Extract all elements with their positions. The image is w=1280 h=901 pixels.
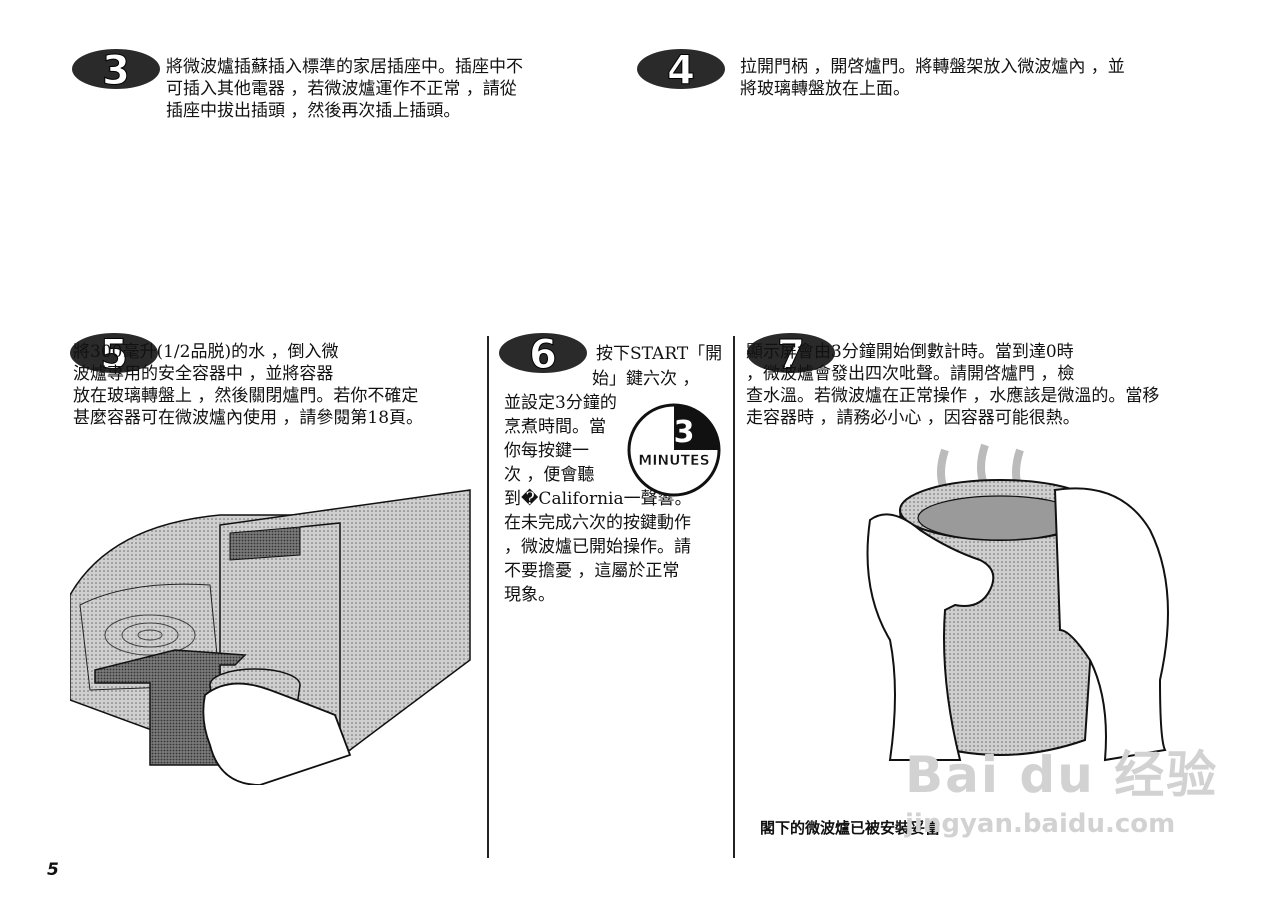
step-6-number: 6 <box>529 332 557 376</box>
step-6-line: 並設定3分鐘的 <box>504 393 617 413</box>
step-6-line: 始」鍵六次 ， <box>592 369 700 389</box>
step-5-badge: 5 <box>70 332 158 376</box>
page-number: 5 <box>47 860 59 880</box>
watermark-logo: Bai du 经验 <box>905 746 1219 804</box>
step-5-text: 將300毫升(1/2品脱)的水 ，倒入微 波爐專用的安全容器中 ，並將容器 放在… <box>73 342 424 428</box>
step-4-badge: 4 <box>637 48 725 92</box>
step-6-line: 現象。 <box>504 585 555 605</box>
step-7-text: 顯示屏會由3分鐘開始倒數計時。當到達0時 ，微波爐會發出四次吡聲。請開啓爐門 ，… <box>746 342 1160 428</box>
timer-label: MINUTES <box>638 453 709 469</box>
step-6-badge: 6 <box>499 332 587 376</box>
timer-number: 3 <box>674 415 695 450</box>
column-divider <box>733 336 735 858</box>
step-3-number: 3 <box>102 48 130 92</box>
step-6-line: 不要擔憂 ，這屬於正常 <box>504 561 680 581</box>
microwave-illustration <box>70 489 471 785</box>
step-6-line: 到�California一聲響。 <box>504 489 692 509</box>
step-4-text: 拉開門柄 ，開啓爐門。將轉盤架放入微波爐內 ，並 將玻璃轉盤放在上面。 <box>740 57 1125 99</box>
step-4-number: 4 <box>667 48 695 92</box>
watermark-url: jingyan.baidu.com <box>905 809 1176 839</box>
completion-caption: 閣下的微波爐已被安裝妥當 <box>760 819 941 837</box>
step-6-line: 次 ，便會聽 <box>504 465 595 485</box>
step-5-number: 5 <box>100 332 128 376</box>
step-7-badge: 7 <box>747 332 835 376</box>
column-divider <box>487 336 489 858</box>
step-6-line: 在未完成六次的按鍵動作 <box>504 513 691 533</box>
step-6-line: 按下START「開 <box>596 344 723 364</box>
step-6-line: ，微波爐已開始操作。請 <box>504 537 691 557</box>
timer-3-minutes-icon: 3 MINUTES <box>627 403 721 497</box>
step-3-text: 將微波爐插蘇插入標準的家居插座中。插座中不 可插入其他電器 ，若微波爐運作不正常… <box>166 57 523 121</box>
step-7-number: 7 <box>777 332 805 376</box>
baidu-jingyan-watermark: Bai du 经验 jingyan.baidu.com <box>905 735 1218 839</box>
hands-cup-illustration <box>866 443 1169 762</box>
step-6-line: 你每按鍵一 <box>504 441 589 461</box>
step-3-badge: 3 <box>72 48 160 92</box>
step-6-line: 烹煮時間。當 <box>504 417 606 437</box>
